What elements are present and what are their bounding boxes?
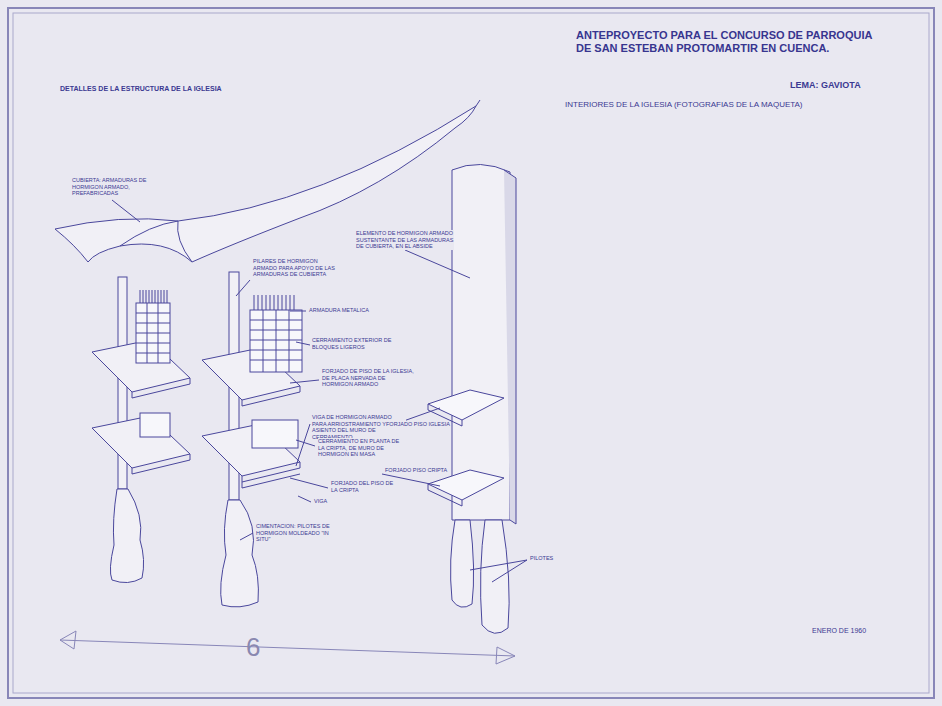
part-label: FORJADO PISO CRIPTA xyxy=(385,467,447,474)
part-label: FORJADO DEL PISO DE LA CRIPTA xyxy=(331,480,397,493)
date-label: ENERO DE 1960 xyxy=(812,627,866,635)
part-label: FORJADO PISO IGLESIA xyxy=(386,421,450,428)
part-label: CUBIERTA: ARMADURAS DE HORMIGON ARMADO, … xyxy=(72,177,154,197)
part-label: CIMENTACION: PILOTES DE HORMIGON MOLDEAD… xyxy=(256,523,338,543)
sheet-number: 6 xyxy=(246,632,260,663)
part-label: VIGA xyxy=(314,498,327,505)
part-label: PILARES DE HORMIGON ARMADO PARA APOYO DE… xyxy=(253,258,335,278)
motto: LEMA: GAVIOTA xyxy=(790,80,861,91)
part-label: ELEMENTO DE HORMIGON ARMADO SUSTENTANTE … xyxy=(356,230,454,250)
part-label: CERRAMIENTO EXTERIOR DE BLOQUES LIGEROS xyxy=(312,337,394,350)
part-label: ARMADURA METALICA xyxy=(309,307,369,314)
part-label: PILOTES xyxy=(530,555,553,562)
sheet-title: ANTEPROYECTO PARA EL CONCURSO DE PARROQU… xyxy=(576,29,888,55)
part-label: CERRAMIENTO EN PLANTA DE LA CRIPTA, DE M… xyxy=(318,438,404,458)
part-label: FORJADO DE PISO DE LA IGLESIA, DE PLACA … xyxy=(322,368,414,388)
sheet-subtitle: INTERIORES DE LA IGLESIA (FOTOGRAFIAS DE… xyxy=(565,100,803,110)
section-heading: DETALLES DE LA ESTRUCTURA DE LA IGLESIA xyxy=(60,85,222,93)
